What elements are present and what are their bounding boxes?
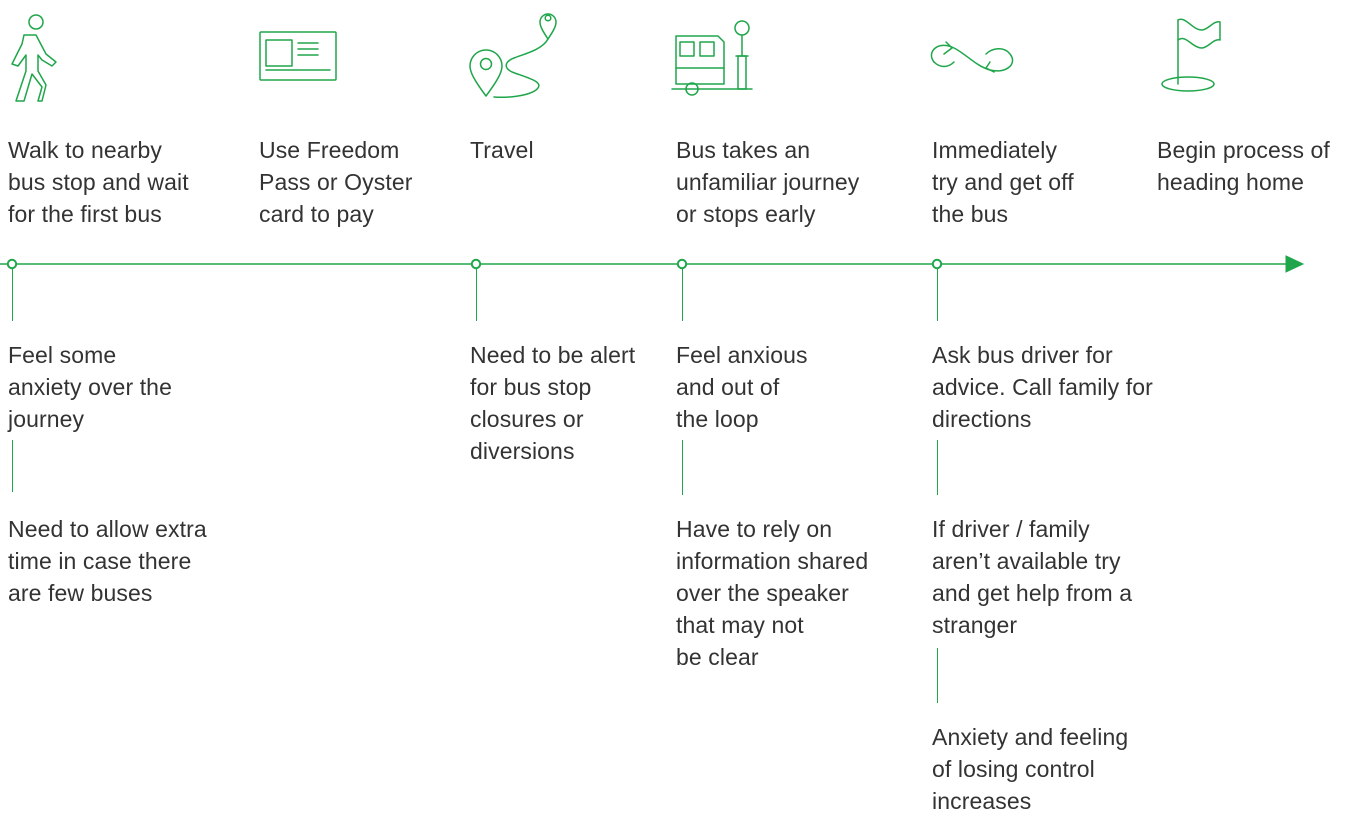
detail-unfamiliar-speaker: Have to rely on information shared over … [676, 516, 869, 670]
timeline-node [931, 258, 943, 270]
route-map-pin-icon [466, 8, 557, 108]
step-unfamiliar-text: Bus takes an unfamiliar journey or stops… [676, 137, 860, 227]
connector-line [937, 440, 938, 495]
connector-line [12, 440, 13, 492]
step-getoff-text: Immediately try and get off the bus [932, 137, 1074, 227]
timeline-node [6, 258, 18, 270]
loop-arrows-icon [926, 8, 1016, 108]
timeline-arrowhead [1285, 255, 1305, 273]
step-travel-text: Travel [470, 137, 534, 163]
connector-line [937, 268, 938, 321]
connector-line [937, 648, 938, 703]
step-home-text: Begin process of heading home [1157, 137, 1330, 195]
detail-getoff-anxiety: Anxiety and feeling of losing control in… [932, 724, 1129, 814]
connector-line [476, 268, 477, 321]
timeline-node [470, 258, 482, 270]
step-pay-text: Use Freedom Pass or Oyster card to pay [259, 137, 413, 227]
walking-person-icon [0, 8, 90, 108]
detail-travel-alert: Need to be alert for bus stop closures o… [470, 342, 636, 464]
detail-walk-extra-time: Need to allow extra time in case there a… [8, 516, 207, 606]
bus-stop-icon [670, 8, 760, 108]
detail-walk-anxiety: Feel some anxiety over the journey [8, 342, 172, 432]
detail-getoff-ask-driver: Ask bus driver for advice. Call family f… [932, 342, 1153, 432]
connector-line [682, 440, 683, 495]
finish-flag-icon [1152, 8, 1242, 108]
timeline-node [676, 258, 688, 270]
step-walk-text: Walk to nearby bus stop and wait for the… [8, 137, 189, 227]
detail-unfamiliar-anxious: Feel anxious and out of the loop [676, 342, 808, 432]
connector-line [682, 268, 683, 321]
connector-line [12, 268, 13, 321]
timeline-axis [0, 255, 1305, 273]
detail-getoff-stranger: If driver / family aren’t available try … [932, 516, 1133, 638]
travel-card-icon [252, 8, 342, 108]
